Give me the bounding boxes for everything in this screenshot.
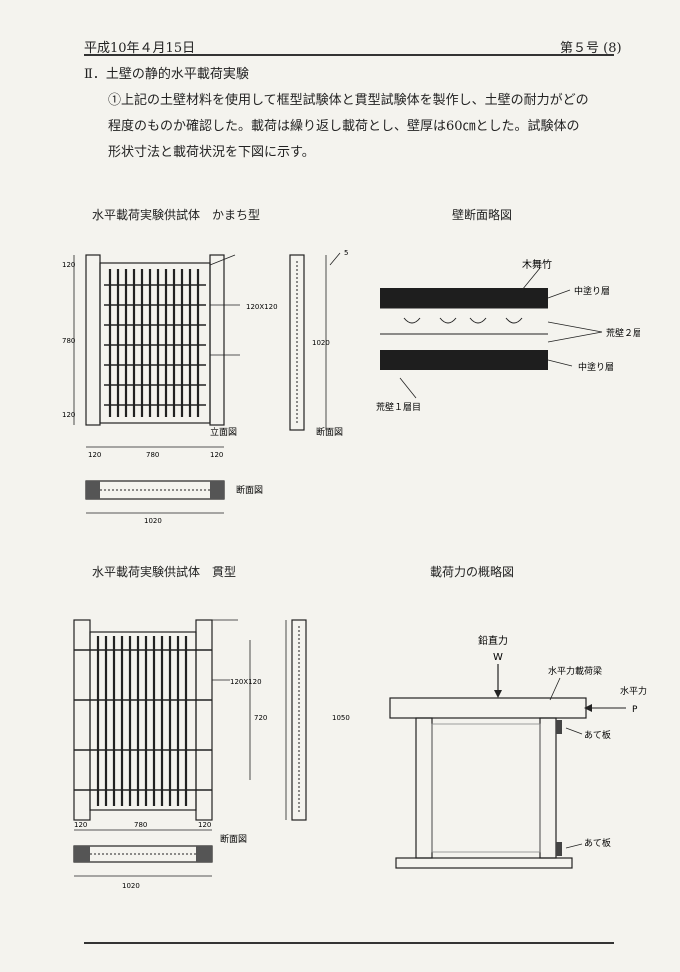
bamboo-label: 木舞竹	[522, 258, 552, 271]
mid-coat-top	[380, 288, 548, 308]
mid-bottom-label: 中塗り層	[578, 361, 614, 373]
bamboo-lath	[403, 317, 523, 324]
loading-base	[395, 857, 573, 869]
horizontal-force-label: 水平力	[620, 685, 647, 697]
nuki-dim-wm: 780	[134, 821, 147, 829]
rough2-label: 荒壁２層目	[606, 327, 640, 339]
body-line-2: 程度のものか確認した。載荷は繰り返し載荷とし、壁厚は60㎝とした。試験体の	[108, 119, 580, 134]
kamachi-section-label: 断面図	[316, 426, 343, 438]
header-rule	[84, 54, 614, 56]
rough1-label: 荒壁１層目	[376, 401, 421, 413]
nuki-dim-height: 720	[254, 714, 267, 722]
loading-title: 載荷力の概略図	[430, 565, 515, 579]
kamachi-dim-wm: 780	[146, 451, 159, 459]
kamachi-dim-total: 1020	[144, 517, 162, 525]
wall-section-figure: 木舞竹 中塗り層 荒壁２層目 中塗り層 荒壁１層目	[376, 258, 640, 413]
mid-top-label: 中塗り層	[574, 285, 610, 297]
mid-coat-bottom	[380, 350, 548, 370]
nuki-lattice	[96, 636, 188, 806]
loading-beam	[389, 697, 587, 719]
nuki-dim-wl: 120	[74, 821, 87, 829]
plate-top-label: あて板	[584, 729, 611, 741]
kamachi-dim-bottom: 120	[62, 411, 75, 419]
body-paragraph: ①上記の土壁材料を使用して框型試験体と貫型試験体を製作し、土壁の耐力がどの 程度…	[84, 88, 624, 166]
nuki-figure: 120X120 720 1050 120 780 120 断面図 1020	[73, 619, 350, 890]
vertical-force-label: 鉛直力	[478, 634, 508, 647]
nuki-post-label: 120X120	[230, 678, 262, 686]
kamachi-elevation	[85, 254, 225, 426]
beam-label: 水平力載荷梁	[548, 665, 602, 677]
kamachi-front-label: 立面図	[210, 426, 237, 438]
wall-section-title: 壁断面略図	[452, 208, 513, 222]
horizontal-force-p: P	[632, 705, 638, 715]
kamachi-post-label: 120X120	[246, 303, 278, 311]
nuki-dim-wr: 120	[198, 821, 211, 829]
section-title: Ⅱ．土壁の静的水平載荷実験	[84, 67, 249, 82]
kamachi-plan-label: 断面図	[236, 484, 263, 496]
kamachi-dim-wr: 120	[210, 451, 223, 459]
kamachi-title: 水平載荷実験供試体 かまち型	[92, 208, 261, 222]
nuki-dim-total: 1020	[122, 882, 140, 890]
nuki-dim-side: 1050	[332, 714, 350, 722]
kamachi-figure: 120X120 120 780 120 立面図 120 780 120 5 10…	[62, 249, 348, 525]
header-issue: 第５号 (8)	[560, 41, 622, 56]
kamachi-dim-height: 780	[62, 337, 75, 345]
kamachi-lattice	[108, 269, 200, 417]
kamachi-dim-side: 1020	[312, 339, 330, 347]
nuki-title: 水平載荷実験供試体 貫型	[92, 565, 237, 579]
footer-rule	[84, 942, 614, 944]
kamachi-dim-top: 120	[62, 261, 75, 269]
plate-bottom-label: あて板	[584, 837, 611, 849]
loading-figure: 鉛直力 W 水平力載荷梁 水平力 P あて板 あて板	[389, 634, 647, 869]
vertical-force-w: W	[493, 652, 503, 663]
nuki-plan-label: 断面図	[220, 833, 247, 845]
body-line-3: 形状寸法と載荷状況を下図に示す。	[108, 145, 315, 160]
kamachi-dim-five: 5	[344, 249, 348, 257]
body-line-1: ①上記の土壁材料を使用して框型試験体と貫型試験体を製作し、土壁の耐力がどの	[108, 93, 589, 108]
kamachi-dim-wl: 120	[88, 451, 101, 459]
header-date: 平成10年４月15日	[84, 41, 196, 56]
